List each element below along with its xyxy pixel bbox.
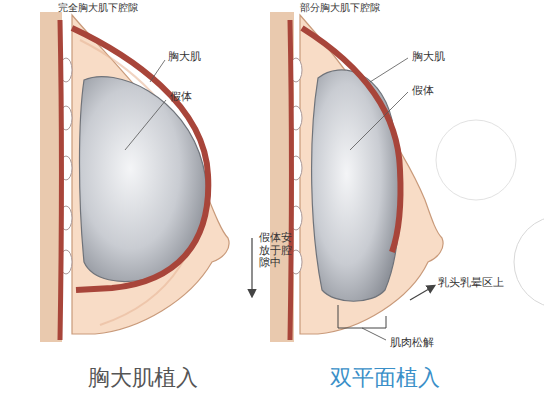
part-label: 假体安放于腔隙中	[259, 232, 293, 270]
part-label: 完全胸大肌下腔隙	[58, 2, 138, 14]
caption-text: 双平面植入	[330, 365, 440, 391]
part-label: 乳头乳晕区上	[438, 276, 504, 289]
caption-text: 胸大肌植入	[88, 365, 198, 391]
part-label: 假体	[170, 90, 192, 103]
part-label: 胸大肌	[168, 50, 201, 63]
part-label: 胸大肌	[412, 50, 445, 63]
part-label: 肌肉松解	[390, 336, 434, 349]
part-label: 部分胸大肌下腔隙	[300, 2, 380, 14]
part-label: 假体	[412, 84, 434, 97]
